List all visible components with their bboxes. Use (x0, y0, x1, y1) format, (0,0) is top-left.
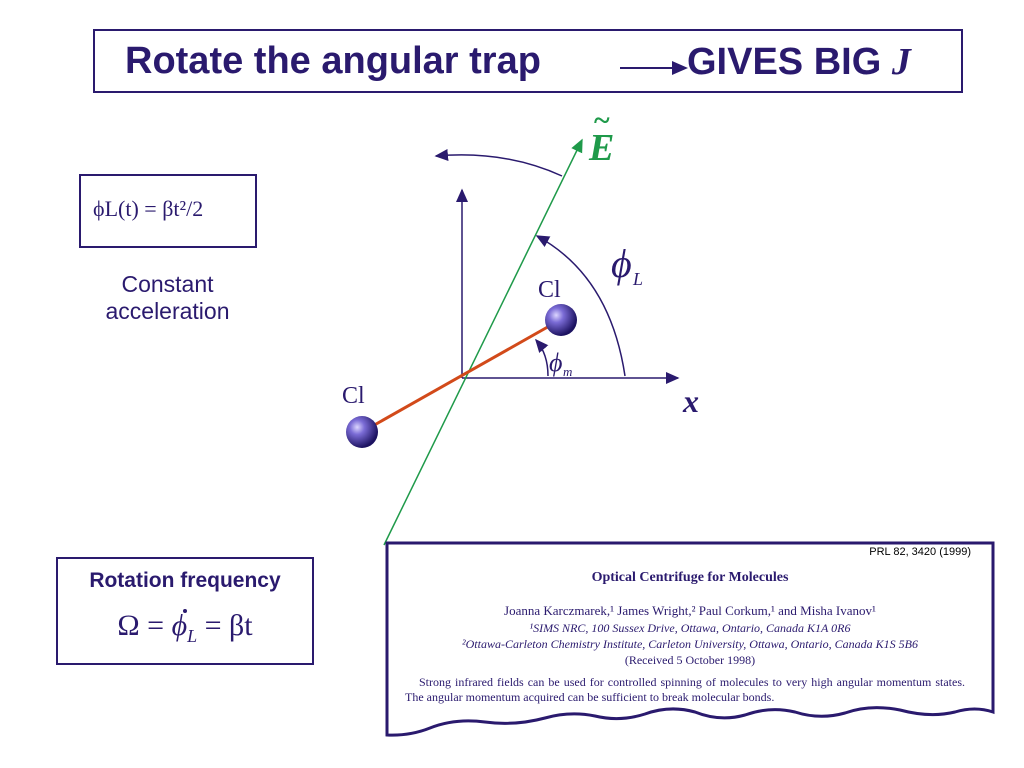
paper-ref: PRL 82, 3420 (1999) (869, 546, 971, 558)
field-label: E (588, 127, 614, 169)
atom-lower (346, 416, 378, 448)
atom-upper-label: Cl (538, 277, 561, 303)
rotation-phi-sub: L (187, 626, 198, 646)
slide-title: Rotate the angular trap GIVES BIG J (95, 31, 961, 91)
phi-m-sub: m (563, 364, 572, 379)
rotation-title: Rotation frequency (89, 569, 281, 592)
rotation-box: Rotation frequency Ω = ϕL = βt (56, 557, 314, 665)
phi-m-label: ϕ (549, 348, 562, 377)
molecular-bond (361, 318, 561, 434)
paper-affiliation-2: ²Ottawa-Carleton Chemistry Institute, Ca… (462, 637, 918, 651)
paper-abstract: Strong infrared fields can be used for c… (405, 675, 965, 704)
title-box: Rotate the angular trap GIVES BIG J (93, 29, 963, 93)
atom-upper (545, 304, 577, 336)
title-left: Rotate the angular trap (125, 40, 541, 82)
paper-excerpt: PRL 82, 3420 (1999) Optical Centrifuge f… (385, 540, 995, 740)
phi-l-label: ϕ (611, 241, 632, 286)
phi-m-arc (535, 338, 549, 377)
atom-lower-label: Cl (342, 383, 365, 409)
rotation-phi: ϕ (171, 609, 188, 642)
caption: Constant acceleration (80, 271, 255, 325)
paper-affiliation-1: ¹SIMS NRC, 100 Sussex Drive, Ottawa, Ont… (529, 621, 851, 635)
title-right-text: GIVES BIG (687, 41, 882, 83)
phase-formula: ϕL(t) = βt²/2 (93, 196, 204, 221)
x-axis-label: x (682, 383, 699, 419)
caption-line1: Constant (121, 271, 214, 297)
rotation-rest: = βt (204, 609, 253, 642)
paper-received: (Received 5 October 1998) (624, 653, 756, 667)
rotation-omega: Ω = (117, 609, 165, 642)
title-arrow-head-icon (672, 61, 688, 75)
rotation-formula: Ω = ϕL = βt (58, 609, 312, 647)
title-right: GIVES BIG J (687, 40, 911, 84)
rotation-arc (434, 148, 563, 177)
formula-box: ϕL(t) = βt²/2 (79, 174, 257, 248)
paper-authors: Joanna Karczmarek,¹ James Wright,² Paul … (504, 603, 876, 618)
paper-outline (385, 541, 995, 737)
phi-l-sub: L (632, 269, 643, 289)
field-line (383, 138, 583, 546)
title-arrow-line (620, 67, 678, 69)
field-tilde-icon: ~ (594, 104, 610, 137)
phi-l-arc (535, 235, 626, 377)
rotation-phi-dot: ϕL (171, 609, 198, 647)
caption-line2: acceleration (105, 298, 230, 324)
paper-title: Optical Centrifuge for Molecules (591, 570, 789, 585)
title-j-symbol: J (891, 41, 911, 83)
